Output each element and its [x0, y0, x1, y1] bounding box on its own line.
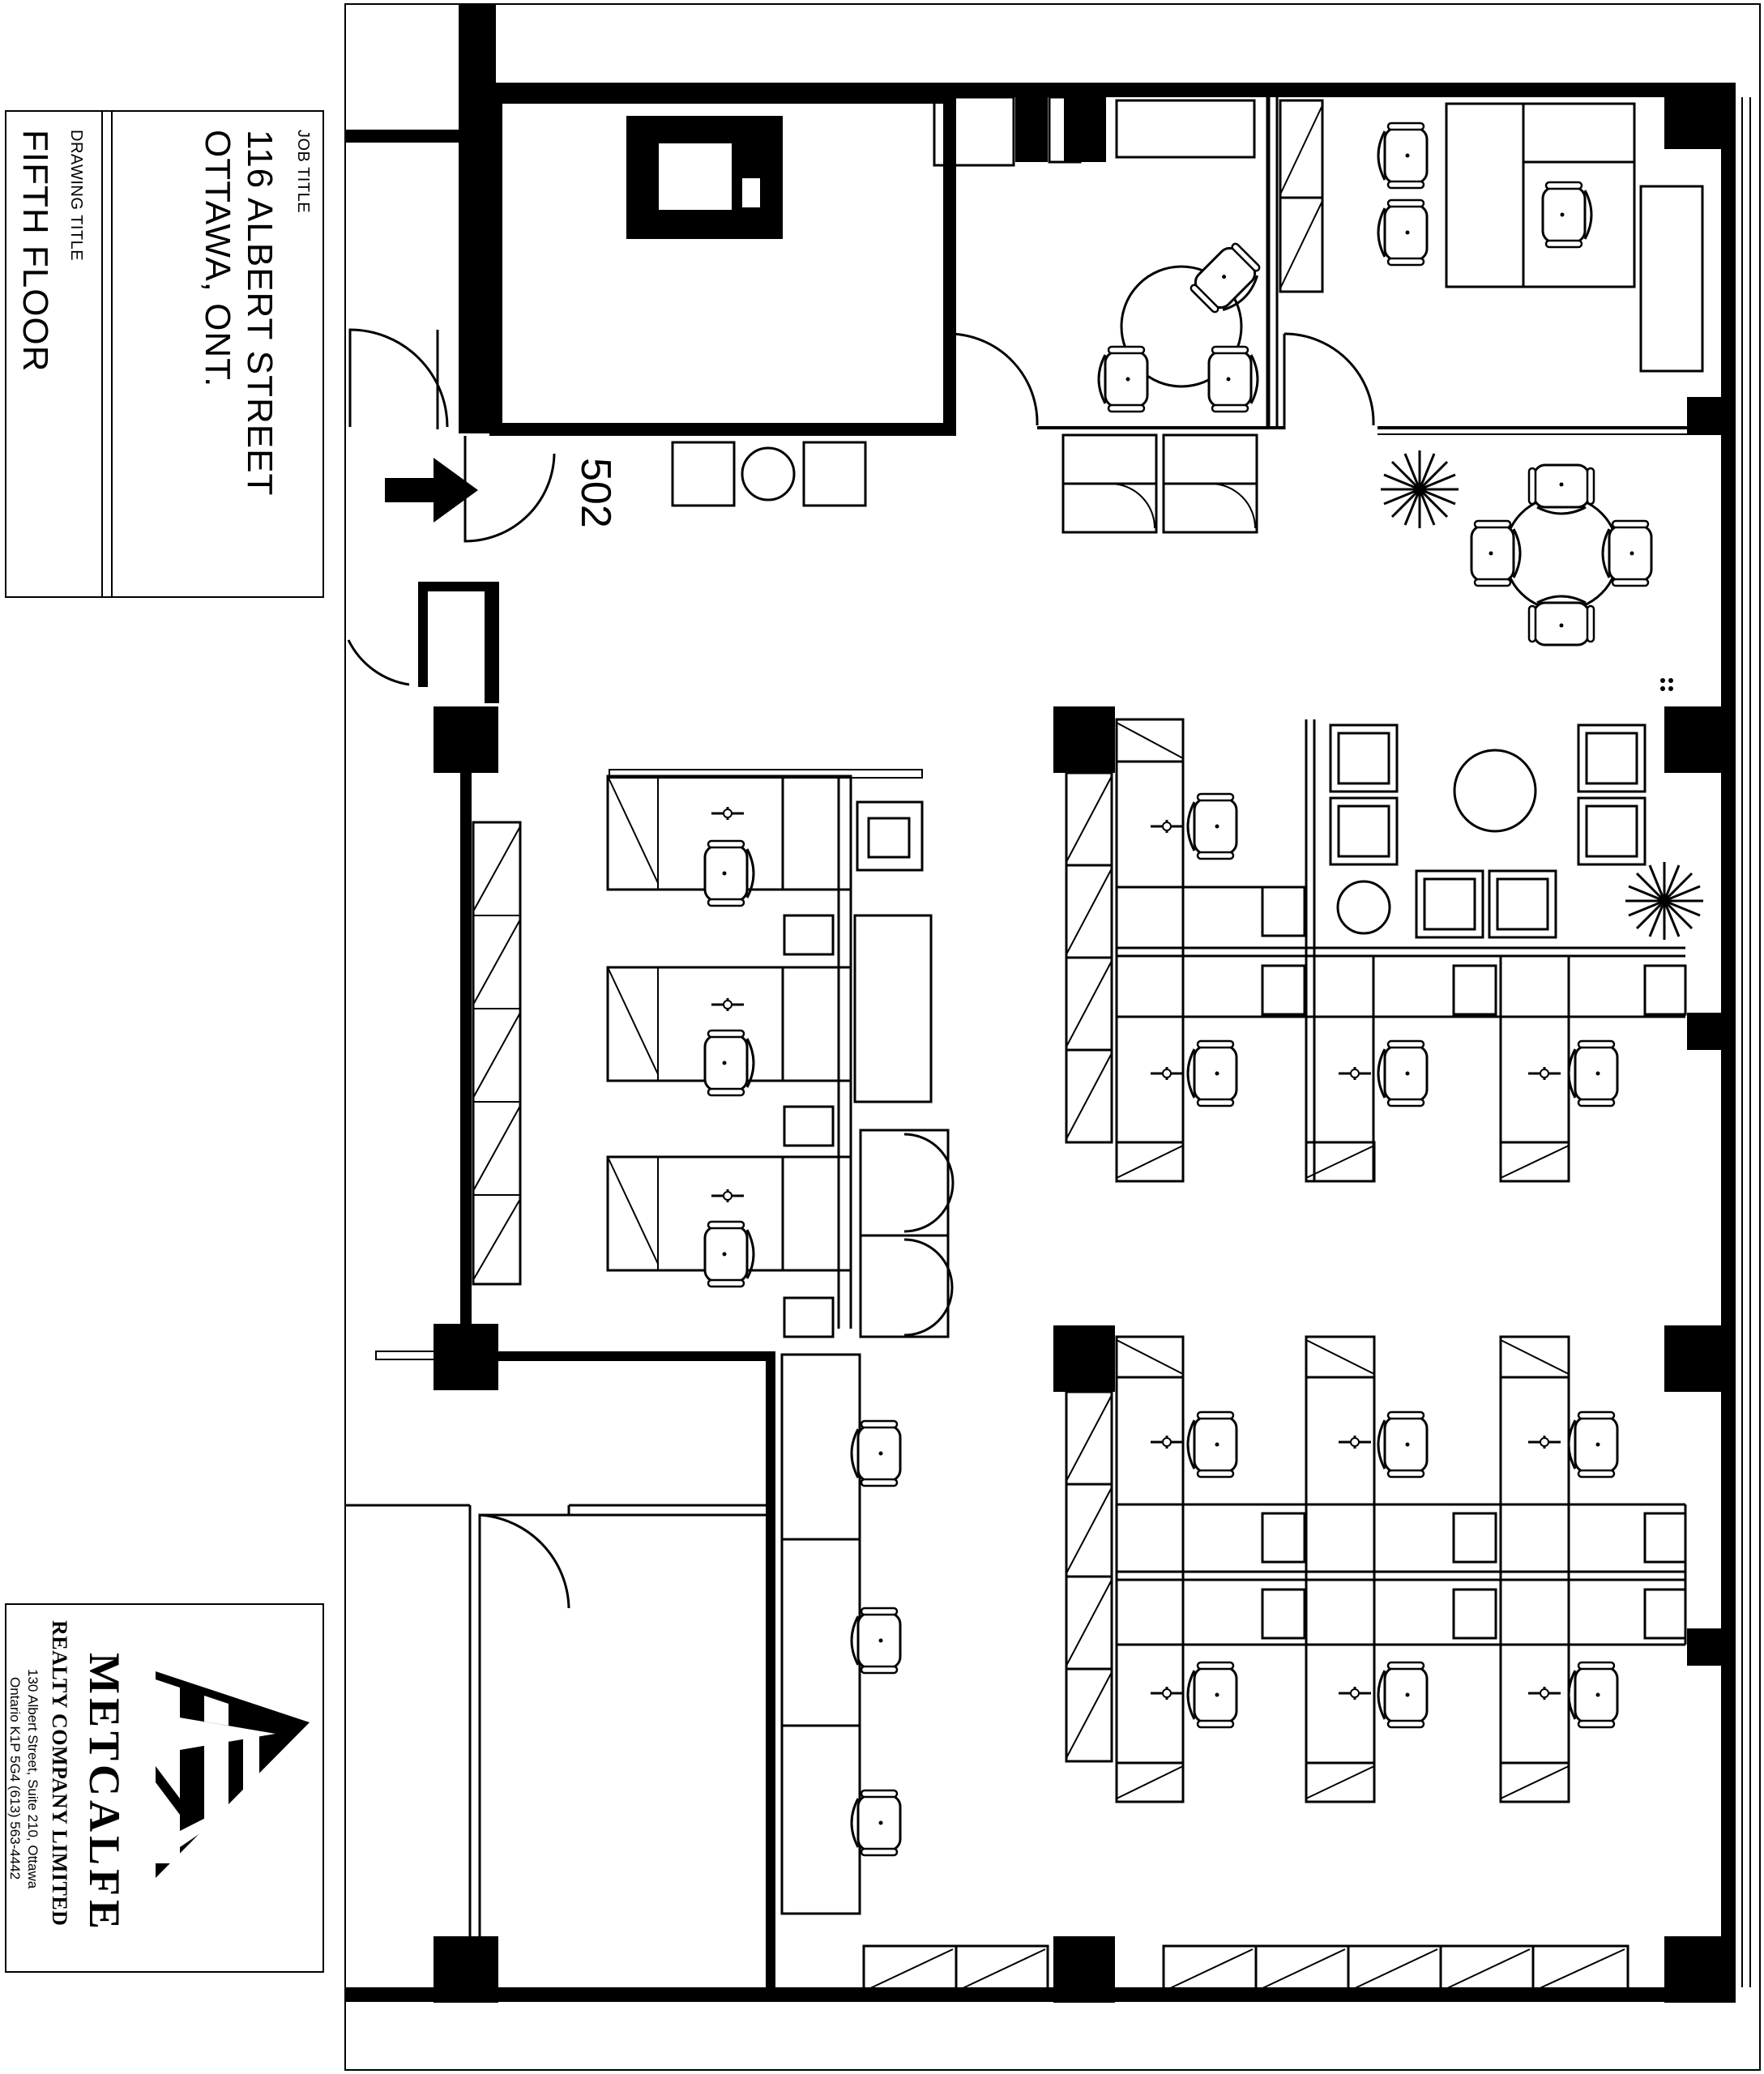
suite-number: 502	[572, 458, 619, 528]
job-title-line1: 116 ALBERT STREET	[240, 130, 280, 497]
title-block-frame	[5, 110, 324, 598]
drawing-title-label: DRAWING TITLE	[67, 130, 85, 262]
core-shaft	[345, 130, 496, 143]
mechanical-room	[489, 91, 956, 436]
office-desk	[1445, 102, 1636, 288]
logo-company-subtitle: REALTY COMPANY LIMITED	[48, 1620, 71, 1927]
logo-block-frame	[5, 1603, 324, 1973]
job-title-label: JOB TITLE	[294, 130, 312, 214]
drawing-title: FIFTH FLOOR	[15, 130, 55, 373]
logo-address-line1: 130 Albert Street, Suite 210, Ottawa	[25, 1669, 41, 1889]
drawing-frame	[344, 3, 1761, 2071]
storage-shelving	[472, 821, 522, 1286]
exterior-wall-bottom	[345, 1987, 1736, 2002]
job-title-line2: OTTAWA, ONT.	[198, 130, 237, 388]
entrance-arrow-icon	[385, 458, 478, 523]
logo-company-name: METCALFE	[80, 1653, 129, 1934]
logo-address-line2: Ontario K1P 5G4 (613) 563-4442	[7, 1677, 23, 1880]
metcalfe-logo-icon	[156, 1671, 310, 1878]
